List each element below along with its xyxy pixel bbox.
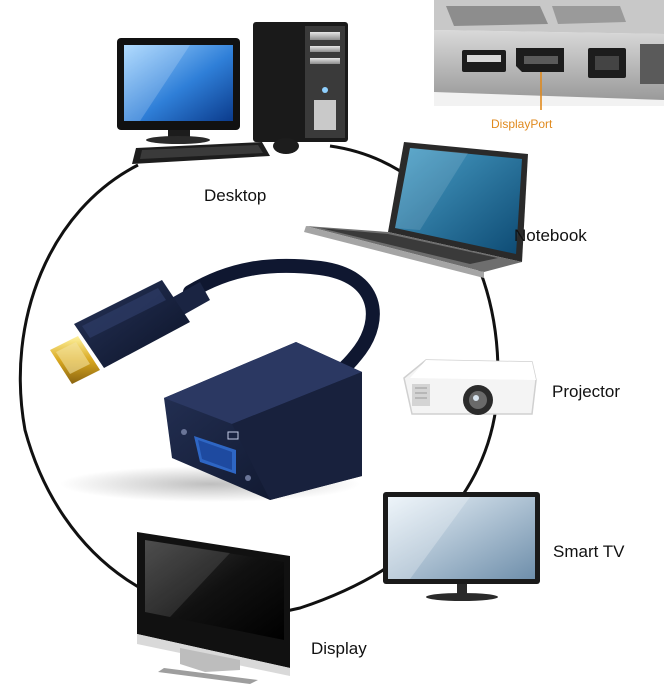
displayport-callout-label: DisplayPort [491,117,553,131]
desktop-label: Desktop [204,186,267,205]
displayport-to-vga-adapter-icon [50,258,380,502]
projector-icon [403,359,537,415]
laptop-icon [304,142,528,278]
laptop-port-panel-image [434,0,664,106]
tv-icon [383,492,540,601]
smart-tv-label: Smart TV [553,542,625,561]
display-label: Display [311,639,367,658]
desktop-computer-icon [117,22,348,164]
notebook-label: Notebook [514,226,587,245]
projector-label: Projector [552,382,621,401]
monitor-icon [137,532,290,684]
